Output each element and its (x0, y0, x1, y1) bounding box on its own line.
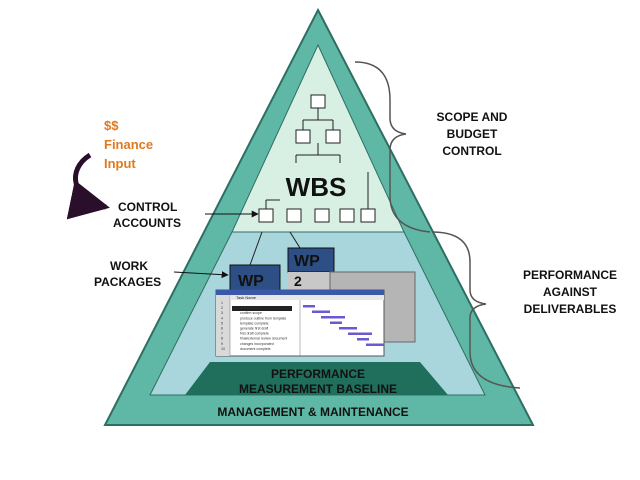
schedule-row-number: 2 (221, 306, 223, 310)
wbs-tree (258, 94, 376, 223)
pmb-line2: MEASUREMENT BASELINE (239, 382, 397, 396)
wbs-title: WBS (286, 172, 347, 202)
control-accounts-line2: ACCOUNTS (113, 216, 181, 230)
wp-box-2 (287, 247, 335, 273)
performance-line1: PERFORMANCE (523, 268, 617, 282)
schedule-header: Task Name (236, 295, 257, 300)
schedule-row-number: 3 (221, 311, 223, 315)
control-accounts-line1: CONTROL (118, 200, 177, 214)
scope-line3: CONTROL (442, 144, 501, 158)
scope-line1: SCOPE AND (437, 110, 508, 124)
wbs-band (231, 43, 405, 233)
schedule-row-label: first draft complete (240, 332, 269, 336)
schedule-row-number: 4 (221, 316, 223, 320)
finance-arrow (66, 152, 110, 220)
schedule-row-label: document complete (240, 347, 271, 351)
finance-word: Finance (104, 137, 153, 152)
work-packages-line2: PACKAGES (94, 275, 161, 289)
gantt-bar (321, 316, 345, 319)
performance-line3: DELIVERABLES (524, 302, 617, 316)
schedule-row-number: 6 (221, 327, 223, 331)
gantt-bar (303, 305, 315, 308)
finance-input-word: Input (104, 156, 136, 171)
pmb-band (185, 362, 448, 395)
gantt-bar (330, 321, 342, 324)
work-packages-line1: WORK (110, 259, 148, 273)
gantt-bar (357, 338, 369, 341)
schedule-row-number: 7 (221, 332, 223, 336)
gantt-bar (312, 310, 330, 313)
schedule-row-label: template complete (240, 321, 269, 325)
scope-line2: BUDGET (447, 127, 498, 141)
gantt-bar (348, 332, 372, 335)
gantt-bar (339, 327, 357, 330)
wp-box-2-lower (288, 272, 334, 290)
schedule-row-label: Work Packages 1 (240, 301, 267, 305)
work-packages-arrow (173, 271, 229, 279)
schedule-screenshot: Task Name 1 Work Packages 1 2 define scope 3… (215, 289, 385, 357)
base-label: MANAGEMENT & MAINTENANCE (217, 405, 408, 419)
schedule-row-label: confirm scope (240, 311, 262, 315)
performance-line2: AGAINST (543, 285, 598, 299)
schedule-row-number: 1 (221, 301, 223, 305)
schedule-row-number: 5 (221, 321, 223, 325)
pmb-line1: PERFORMANCE (271, 367, 365, 381)
wp-box-2-label: WP (294, 253, 320, 270)
schedule-row-number: 10 (221, 347, 225, 351)
schedule-row-number: 8 (221, 337, 223, 341)
schedule-row-label: changes incorporated (240, 342, 274, 346)
finance-dollars: $$ (104, 118, 119, 133)
schedule-row-label: generate first draft (240, 327, 268, 331)
schedule-row-number: 9 (221, 342, 223, 346)
wp-box-2-number: 2 (294, 273, 302, 289)
gantt-bar (366, 343, 384, 346)
brace-performance (431, 231, 521, 389)
schedule-row-label: define scope (240, 306, 260, 310)
schedule-row-label: final/external review document (240, 337, 287, 341)
wp-box-1-label: WP (238, 273, 264, 290)
schedule-row-label: produce outline from template (240, 316, 286, 320)
brace-scope (354, 61, 431, 233)
